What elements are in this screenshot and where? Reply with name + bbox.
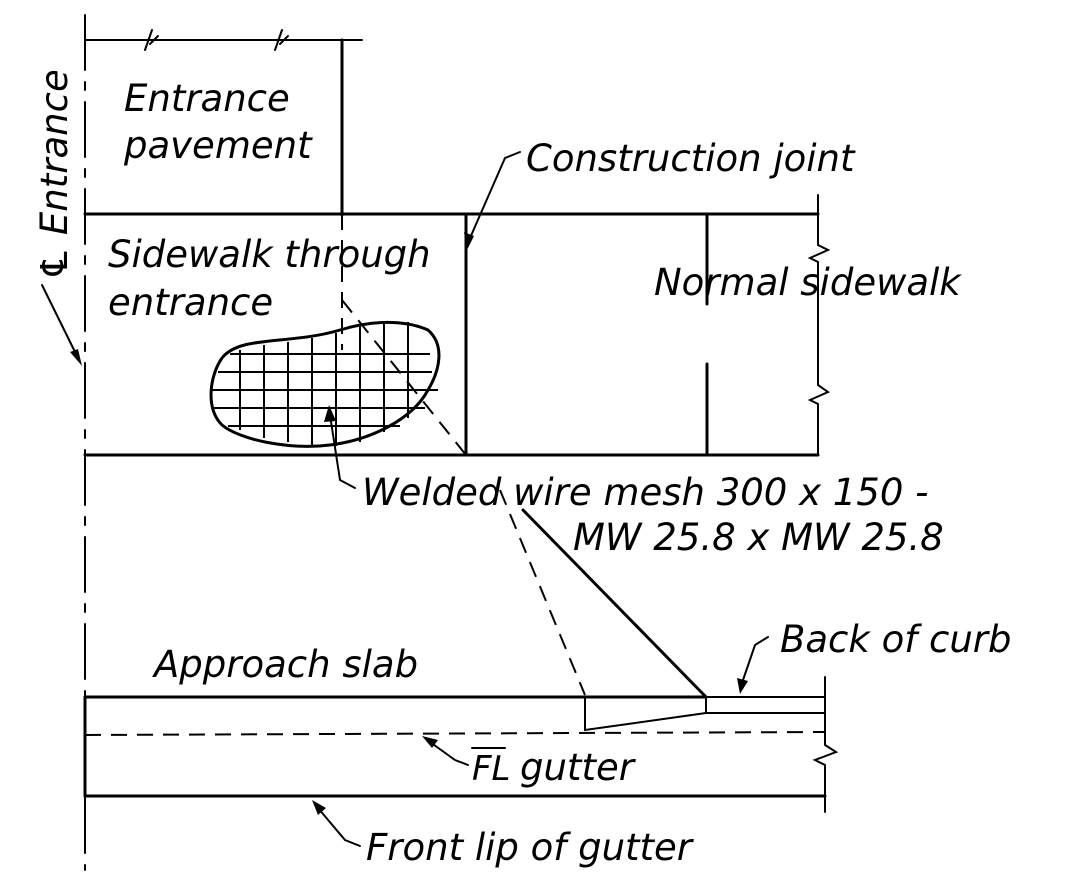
wire-mesh-leader	[329, 414, 356, 489]
entrance-pavement-label-2: pavement	[123, 124, 313, 167]
construction-joint-arrow	[464, 232, 474, 250]
centerline-leader	[41, 284, 79, 359]
sidewalk-through-label-2: entrance	[108, 281, 273, 324]
flow-line-gutter	[84, 731, 826, 736]
centerline-entrance-label: ℄ Entrance	[33, 69, 76, 280]
curb-right-break	[812, 676, 839, 813]
welded-wire-mesh-label-1: Welded wire mesh 300 x 150 -	[362, 471, 928, 514]
fl-symbol-label: FL	[472, 749, 511, 789]
centerline-leader-arrow	[70, 349, 82, 366]
break-mark-2	[274, 29, 289, 51]
curb-transition	[584, 696, 707, 732]
normal-sidewalk-label: Normal sidewalk	[654, 261, 962, 304]
fl-gutter-arrow	[422, 736, 438, 748]
construction-joint-label: Construction joint	[526, 137, 856, 180]
fl-gutter-label: gutter	[520, 746, 637, 789]
construction-joint-leader	[469, 151, 521, 239]
wire-mesh-grid	[212, 322, 438, 446]
wire-mesh-patch-outline	[209, 321, 441, 448]
sidewalk-through-label-1: Sidewalk through	[108, 233, 431, 276]
entrance-pavement-label-1: Entrance	[124, 77, 290, 120]
front-lip-leader	[317, 807, 361, 847]
sidewalk-right-break	[807, 194, 831, 456]
break-mark-1	[144, 29, 159, 51]
back-of-curb-label: Back of curb	[780, 618, 1012, 661]
wire-mesh-arrow	[324, 405, 336, 422]
front-lip-label: Front lip of gutter	[366, 826, 695, 869]
fl-gutter-leader	[429, 741, 469, 766]
transition-diagonal	[521, 508, 708, 699]
back-of-curb-arrow	[737, 678, 748, 694]
approach-slab-label: Approach slab	[152, 643, 418, 686]
hidden-line-diagonal-lower	[499, 489, 586, 696]
front-lip-arrow	[312, 800, 326, 815]
back-of-curb-leader	[741, 636, 769, 684]
hidden-line-diagonal	[341, 299, 471, 461]
welded-wire-mesh-label-2: MW 25.8 x MW 25.8	[573, 516, 944, 559]
